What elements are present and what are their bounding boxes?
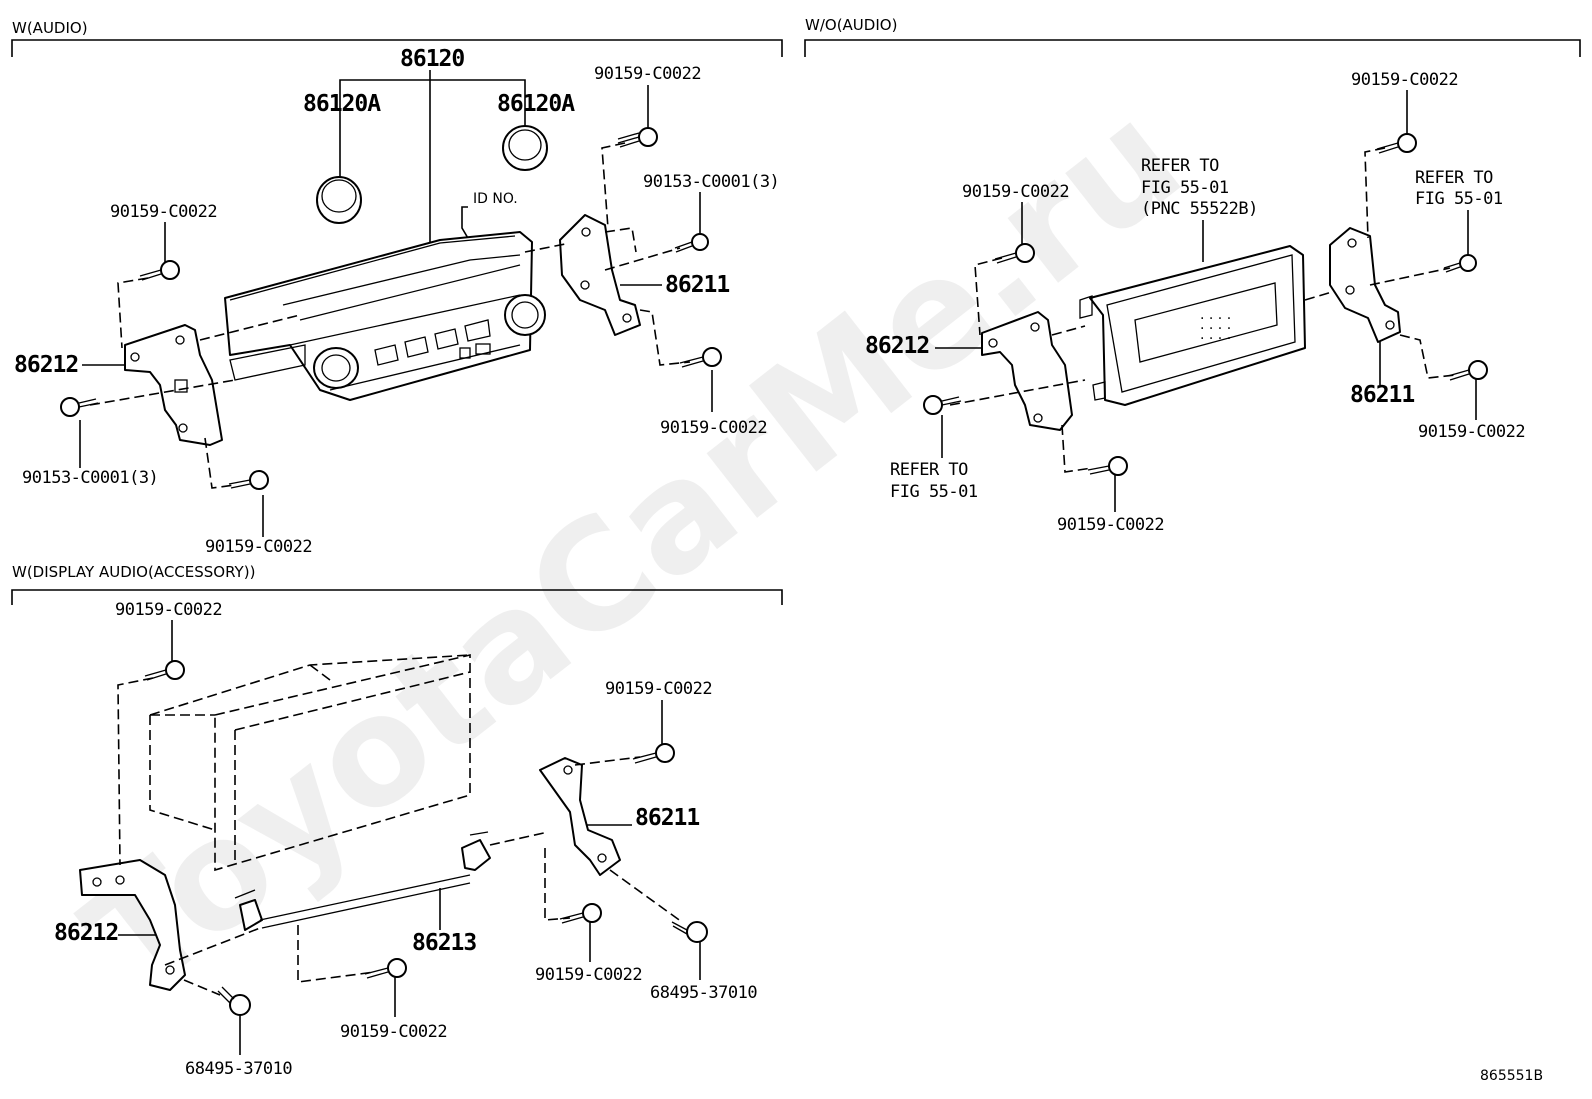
- section-title-w-audio: W(AUDIO): [12, 19, 88, 37]
- label-screw: 90159-C0022: [115, 600, 222, 620]
- label-refer-fig: FIG 55-01: [890, 482, 978, 502]
- section-title-wo-audio: W/O(AUDIO): [805, 16, 897, 34]
- screw-icon: [364, 958, 407, 979]
- screw-icon: [1087, 456, 1128, 476]
- screw-icon: [994, 243, 1035, 264]
- label-screw: 90159-C0022: [1057, 515, 1164, 535]
- label-screw: 68495-37010: [650, 983, 757, 1003]
- section-title-display-audio: W(DISPLAY AUDIO(ACCESSORY)): [12, 563, 255, 581]
- label-86211: 86211: [665, 272, 729, 298]
- screw-icon: [1443, 254, 1477, 273]
- label-screw: 90159-C0022: [535, 965, 642, 985]
- grille-dots: · · · · · · · · · · · ·: [1200, 311, 1231, 347]
- svg-text:· · · ·: · · · ·: [1200, 311, 1231, 327]
- label-refer-to: REFER TO: [1141, 156, 1219, 176]
- section-bracket: [11, 39, 783, 57]
- label-refer-fig: FIG 55-01: [1415, 189, 1503, 209]
- label-screw: 90159-C0022: [340, 1022, 447, 1042]
- screw-icon: [217, 986, 251, 1016]
- screw-icon: [674, 233, 709, 253]
- label-refer-fig: FIG 55-01: [1141, 178, 1229, 198]
- label-86212: 86212: [14, 352, 78, 378]
- display-audio-unit: [149, 653, 471, 872]
- label-screw: 90159-C0022: [594, 64, 701, 84]
- svg-text:· · · ·: · · · ·: [1200, 331, 1231, 347]
- label-86212: 86212: [54, 920, 118, 946]
- section-display-audio: W(DISPLAY AUDIO(ACCESSORY)) 90159-C0022 …: [11, 563, 783, 1079]
- label-screw: 90159-C0022: [1351, 70, 1458, 90]
- bracket-86212: [981, 311, 1073, 431]
- screw-icon: [559, 903, 602, 924]
- section-w-audio: W(AUDIO) 86120 86120A 86120A ID NO. 8621…: [11, 19, 783, 557]
- label-refer-pnc: (PNC 55522B): [1141, 199, 1258, 219]
- label-screw: 68495-37010: [185, 1059, 292, 1079]
- label-86211: 86211: [635, 805, 699, 831]
- label-screw: 90159-C0022: [660, 418, 767, 438]
- screw-icon: [144, 660, 185, 681]
- bracket-86211: [1329, 227, 1401, 343]
- screw-icon: [228, 470, 269, 490]
- label-refer-to: REFER TO: [1415, 168, 1493, 188]
- label-screw: 90159-C0022: [962, 182, 1069, 202]
- screw-icon: [139, 260, 180, 281]
- label-screw: 90153-C0001(3): [643, 172, 779, 192]
- screw-icon: [60, 397, 99, 417]
- label-86213: 86213: [412, 930, 476, 956]
- label-86120a-right: 86120A: [497, 91, 575, 117]
- svg-text:· · · ·: · · · ·: [1200, 321, 1231, 337]
- screw-icon: [1447, 360, 1488, 381]
- bracket-86212: [124, 324, 223, 446]
- section-bracket: [11, 589, 783, 605]
- label-screw: 90153-C0001(3): [22, 468, 158, 488]
- screw-icon: [1376, 133, 1417, 154]
- screw-icon: [923, 395, 962, 415]
- screw-icon: [679, 347, 722, 368]
- label-screw: 90159-C0022: [110, 202, 217, 222]
- label-id-no: ID NO.: [473, 191, 518, 207]
- knob-86120a-left: [316, 176, 362, 224]
- drawing-number: 865551B: [1480, 1068, 1543, 1084]
- bracket-86212: [79, 859, 186, 991]
- label-86120: 86120: [400, 46, 464, 72]
- label-86212: 86212: [865, 333, 929, 359]
- section-bracket: [804, 39, 1581, 57]
- bar-86213: [234, 831, 491, 931]
- label-86211: 86211: [1350, 382, 1414, 408]
- audio-unit-86120: [224, 231, 546, 401]
- bracket-86211: [539, 757, 621, 876]
- panel-55522b: · · · · · · · · · · · ·: [1079, 245, 1306, 406]
- screw-icon: [671, 921, 708, 943]
- label-screw: 90159-C0022: [605, 679, 712, 699]
- bracket-86211: [559, 214, 641, 336]
- section-wo-audio: W/O(AUDIO) 90159-C0022 90159-C0022 REFER…: [804, 16, 1581, 535]
- knob-86120a-right: [502, 125, 548, 171]
- label-86120a-left: 86120A: [303, 91, 381, 117]
- label-screw: 90159-C0022: [205, 537, 312, 557]
- label-refer-to: REFER TO: [890, 460, 968, 480]
- label-screw: 90159-C0022: [1418, 422, 1525, 442]
- screw-icon: [632, 743, 675, 764]
- screw-icon: [617, 127, 658, 148]
